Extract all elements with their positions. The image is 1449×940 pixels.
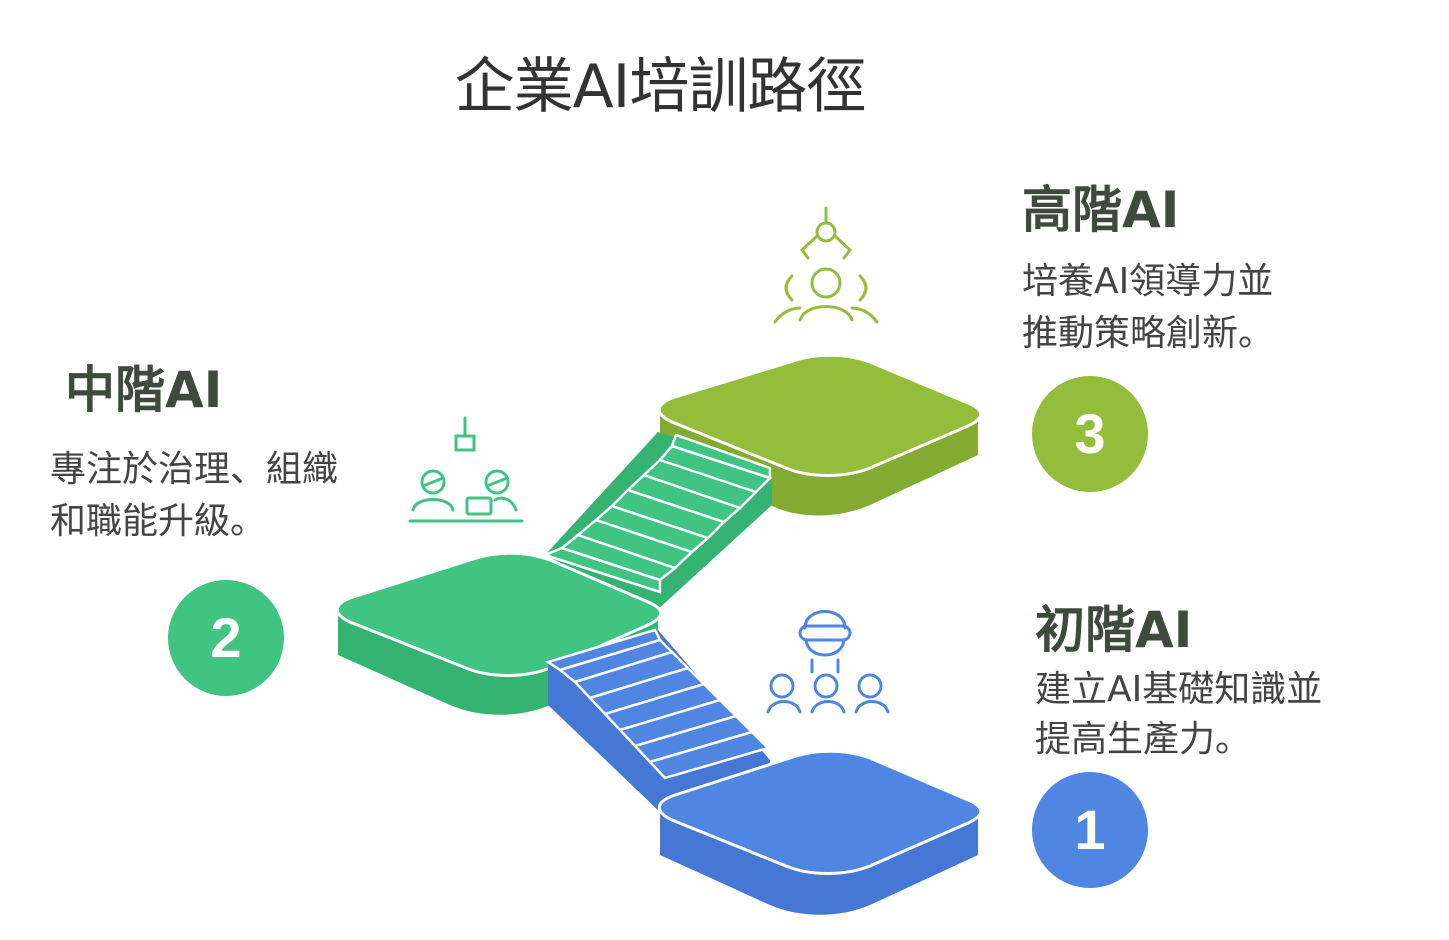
stage-1-title: 初階AI: [1035, 601, 1193, 659]
stage-1-description-line-1: 建立AI基礎知識並: [1035, 669, 1323, 710]
stage-2-description-line-1: 專注於治理、組織: [50, 449, 339, 490]
stage-3-title: 高階AI: [1022, 181, 1180, 239]
diagram-title: 企業AI培訓路徑: [454, 52, 867, 122]
stage-1-badge: 1: [1032, 772, 1148, 888]
stage-2-title: 中階AI: [65, 361, 223, 419]
platform-3: [657, 353, 983, 516]
stage-2-description-line-2: 和職能升級。: [50, 501, 267, 542]
platform-1: [657, 749, 983, 915]
stage-3-badge: 3: [1032, 376, 1148, 492]
stage-3-description-line-1: 培養AI領導力並: [1022, 261, 1274, 302]
vr-headset-group-icon: [766, 610, 890, 714]
stage-2-badge: 2: [168, 580, 284, 696]
stage-1-description-line-2: 提高生產力。: [1035, 719, 1252, 760]
stairs-lower: [545, 628, 771, 812]
stage-3-description-line-2: 推動策略創新。: [1022, 313, 1275, 354]
stairs-upper: [541, 432, 773, 612]
team-meeting-icon: [408, 416, 524, 523]
leader-robot-arm-icon: [773, 206, 879, 324]
